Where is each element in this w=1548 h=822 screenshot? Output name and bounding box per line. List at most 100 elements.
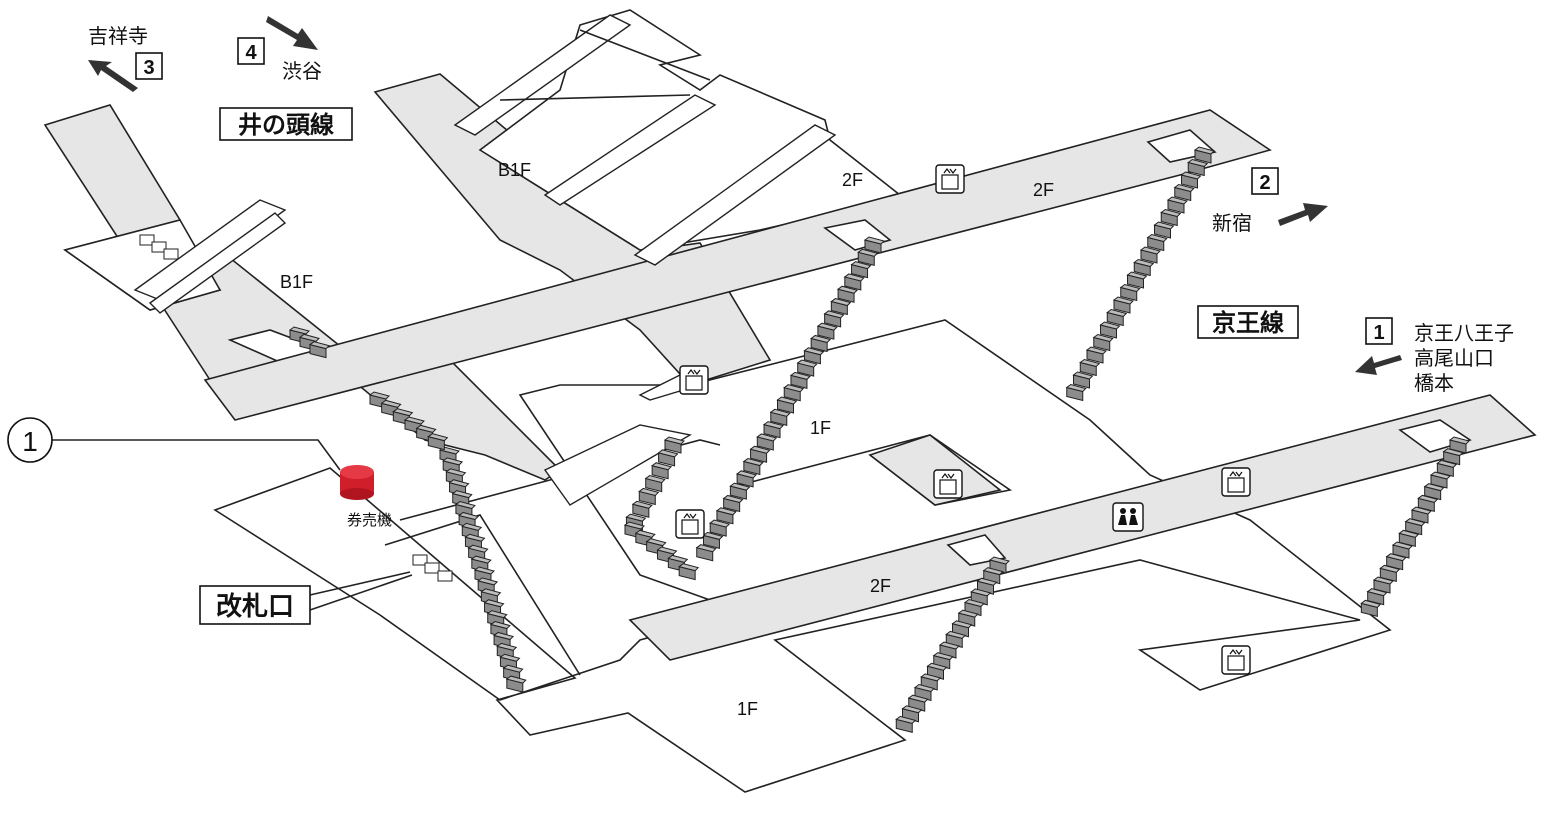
- stair-tread: [762, 421, 785, 430]
- floor-label: 2F: [842, 170, 863, 190]
- stair-tread: [742, 457, 764, 467]
- gate-leader-line-1: [309, 571, 411, 596]
- stair-tread: [895, 715, 917, 724]
- stair-tread: [926, 662, 948, 671]
- marker-circle: 1: [7, 417, 53, 463]
- stair-tread: [810, 334, 832, 344]
- floor-label: B1F: [498, 160, 531, 180]
- stair-tread: [631, 500, 653, 509]
- stair-tread: [1379, 564, 1401, 573]
- floor-label: B1F: [280, 272, 313, 292]
- stair-tread: [470, 555, 492, 564]
- line-label-keio: 京王線: [1197, 305, 1299, 339]
- stair-tread: [907, 694, 929, 703]
- stair-tread: [499, 653, 521, 662]
- stair-tread: [913, 683, 935, 693]
- stair-tread: [448, 479, 470, 488]
- stair-tread: [415, 424, 437, 433]
- stair-tread: [467, 544, 489, 553]
- ticket-machine-label: 券売機: [347, 511, 392, 529]
- stair-tread: [1429, 471, 1451, 480]
- stair-tread: [461, 522, 483, 531]
- stair-tread: [776, 396, 798, 405]
- stair-tread: [288, 326, 310, 335]
- floor-label: 1F: [737, 699, 758, 719]
- stair-tread: [823, 310, 845, 319]
- stair-tread: [486, 610, 508, 619]
- direction-arrow-icon: [88, 60, 138, 92]
- elevator-icon: [1221, 467, 1251, 497]
- floor-label: 2F: [1033, 180, 1054, 200]
- stair-tread: [1436, 459, 1458, 468]
- stair-tread: [796, 359, 818, 368]
- stair-tread: [403, 416, 425, 425]
- exit-destination: 京王八王子: [1414, 321, 1514, 345]
- ticket-gates-center: [412, 554, 453, 582]
- stair-tread: [836, 285, 859, 294]
- gate-leader-line-2: [309, 574, 413, 611]
- stair-tread: [709, 519, 731, 528]
- stair-tread: [1372, 576, 1394, 585]
- stair-tread: [982, 567, 1004, 576]
- stair-tread: [634, 529, 656, 538]
- stair-tread: [1360, 599, 1382, 608]
- direction-arrow-icon: [1355, 355, 1402, 375]
- line-name: 京王線: [1212, 309, 1284, 337]
- stair-tread: [298, 333, 320, 342]
- stair-tread: [789, 371, 811, 380]
- line-name: 井の頭線: [238, 111, 334, 139]
- direction-arrow-icon: [266, 16, 318, 50]
- stair-tread: [1153, 221, 1175, 230]
- stair-tread: [496, 642, 518, 651]
- stair-tread: [1180, 171, 1202, 180]
- stair-tread: [477, 577, 499, 586]
- exit-destination: 渋谷: [282, 59, 322, 83]
- stair-tread: [445, 468, 467, 477]
- escalator-b1f-top: [453, 14, 837, 266]
- elevator-icon: [933, 469, 963, 499]
- stair-tread: [729, 482, 751, 491]
- stair-tread: [1366, 588, 1388, 597]
- stair-tread: [625, 513, 647, 522]
- elevator-icon: [935, 164, 965, 194]
- floor-label: 2F: [870, 576, 891, 596]
- stair-tread: [638, 487, 660, 496]
- exit-number: 1: [1373, 322, 1384, 344]
- stair-tread: [1126, 271, 1148, 280]
- stair-tread: [830, 297, 852, 307]
- stair-tread: [645, 538, 667, 547]
- stair-tread: [1065, 383, 1087, 393]
- direction-arrow-icon: [1278, 203, 1328, 226]
- stair-tread: [695, 544, 717, 553]
- stair-tread: [722, 494, 744, 504]
- stair-tread: [489, 620, 511, 630]
- stair-tread: [651, 462, 673, 471]
- stair-tread: [1085, 346, 1107, 355]
- stair-tread: [1410, 506, 1432, 515]
- stair-tread: [963, 598, 985, 608]
- exit-destination: 高尾山口: [1414, 346, 1494, 370]
- stair-tread: [451, 490, 473, 499]
- exit-destination: 橋本: [1414, 371, 1454, 395]
- stair-tread: [1398, 529, 1420, 538]
- stair-tread: [1417, 494, 1439, 503]
- stair-tread: [1119, 283, 1141, 293]
- stair-tread: [473, 566, 495, 575]
- stair-tread: [702, 531, 724, 540]
- exit-number: 3: [143, 57, 154, 79]
- stair-tread: [483, 599, 505, 608]
- stair-tread: [1193, 146, 1215, 155]
- stair-tread: [951, 620, 973, 629]
- exit-destination: 吉祥寺: [88, 24, 148, 48]
- stair-tread: [1112, 296, 1134, 305]
- stair-tread: [769, 408, 791, 417]
- stair-tread: [678, 563, 700, 572]
- stair-tread: [464, 533, 486, 542]
- gate-label-text: 改札口: [216, 591, 294, 622]
- stair-tread: [1423, 483, 1445, 492]
- stair-tread: [1404, 518, 1426, 527]
- marker-number: 1: [22, 426, 38, 457]
- stair-tread: [380, 399, 402, 408]
- marker-leader-line: [52, 439, 341, 471]
